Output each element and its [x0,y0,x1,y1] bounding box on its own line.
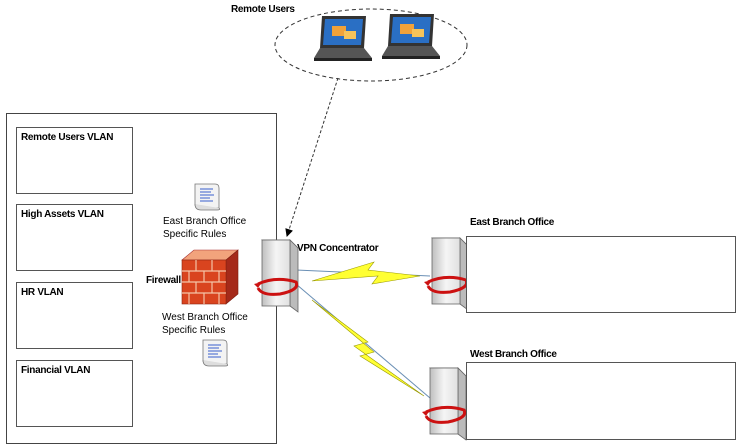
west-rules-label: West Branch Office Specific Rules [162,312,248,336]
remote-users-arrow [285,77,339,237]
vlan-label: Financial VLAN [21,365,91,376]
east-rules-scroll-icon [194,183,221,211]
west-branch-label: West Branch Office [470,349,557,360]
vlan-label: HR VLAN [21,287,64,298]
lightning-east-icon [311,261,421,285]
vpn-concentrator-server-icon [254,239,299,313]
east-branch-box [466,236,736,313]
laptop-icon [314,16,372,61]
laptop-icon [382,14,440,59]
east-rules-label: East Branch Office Specific Rules [163,216,247,240]
vlan-label: Remote Users VLAN [21,132,114,143]
east-branch-server-icon [424,237,469,311]
firewall-label: Firewall [146,275,181,286]
firewall-icon [181,249,239,305]
vlan-box-remote-users: Remote Users VLAN [16,127,133,194]
lightning-west-icon [311,299,425,397]
vlan-box-hr: HR VLAN [16,282,133,349]
vlan-box-financial: Financial VLAN [16,360,133,427]
west-rules-scroll-icon [202,339,229,367]
west-branch-box [466,362,736,440]
vlan-box-high-assets: High Assets VLAN [16,204,133,271]
vlan-label: High Assets VLAN [21,209,104,220]
vpn-concentrator-label: VPN Concentrator [297,243,379,254]
east-branch-label: East Branch Office [470,217,555,228]
west-branch-server-icon [422,367,467,441]
remote-users-label: Remote Users [231,4,295,15]
